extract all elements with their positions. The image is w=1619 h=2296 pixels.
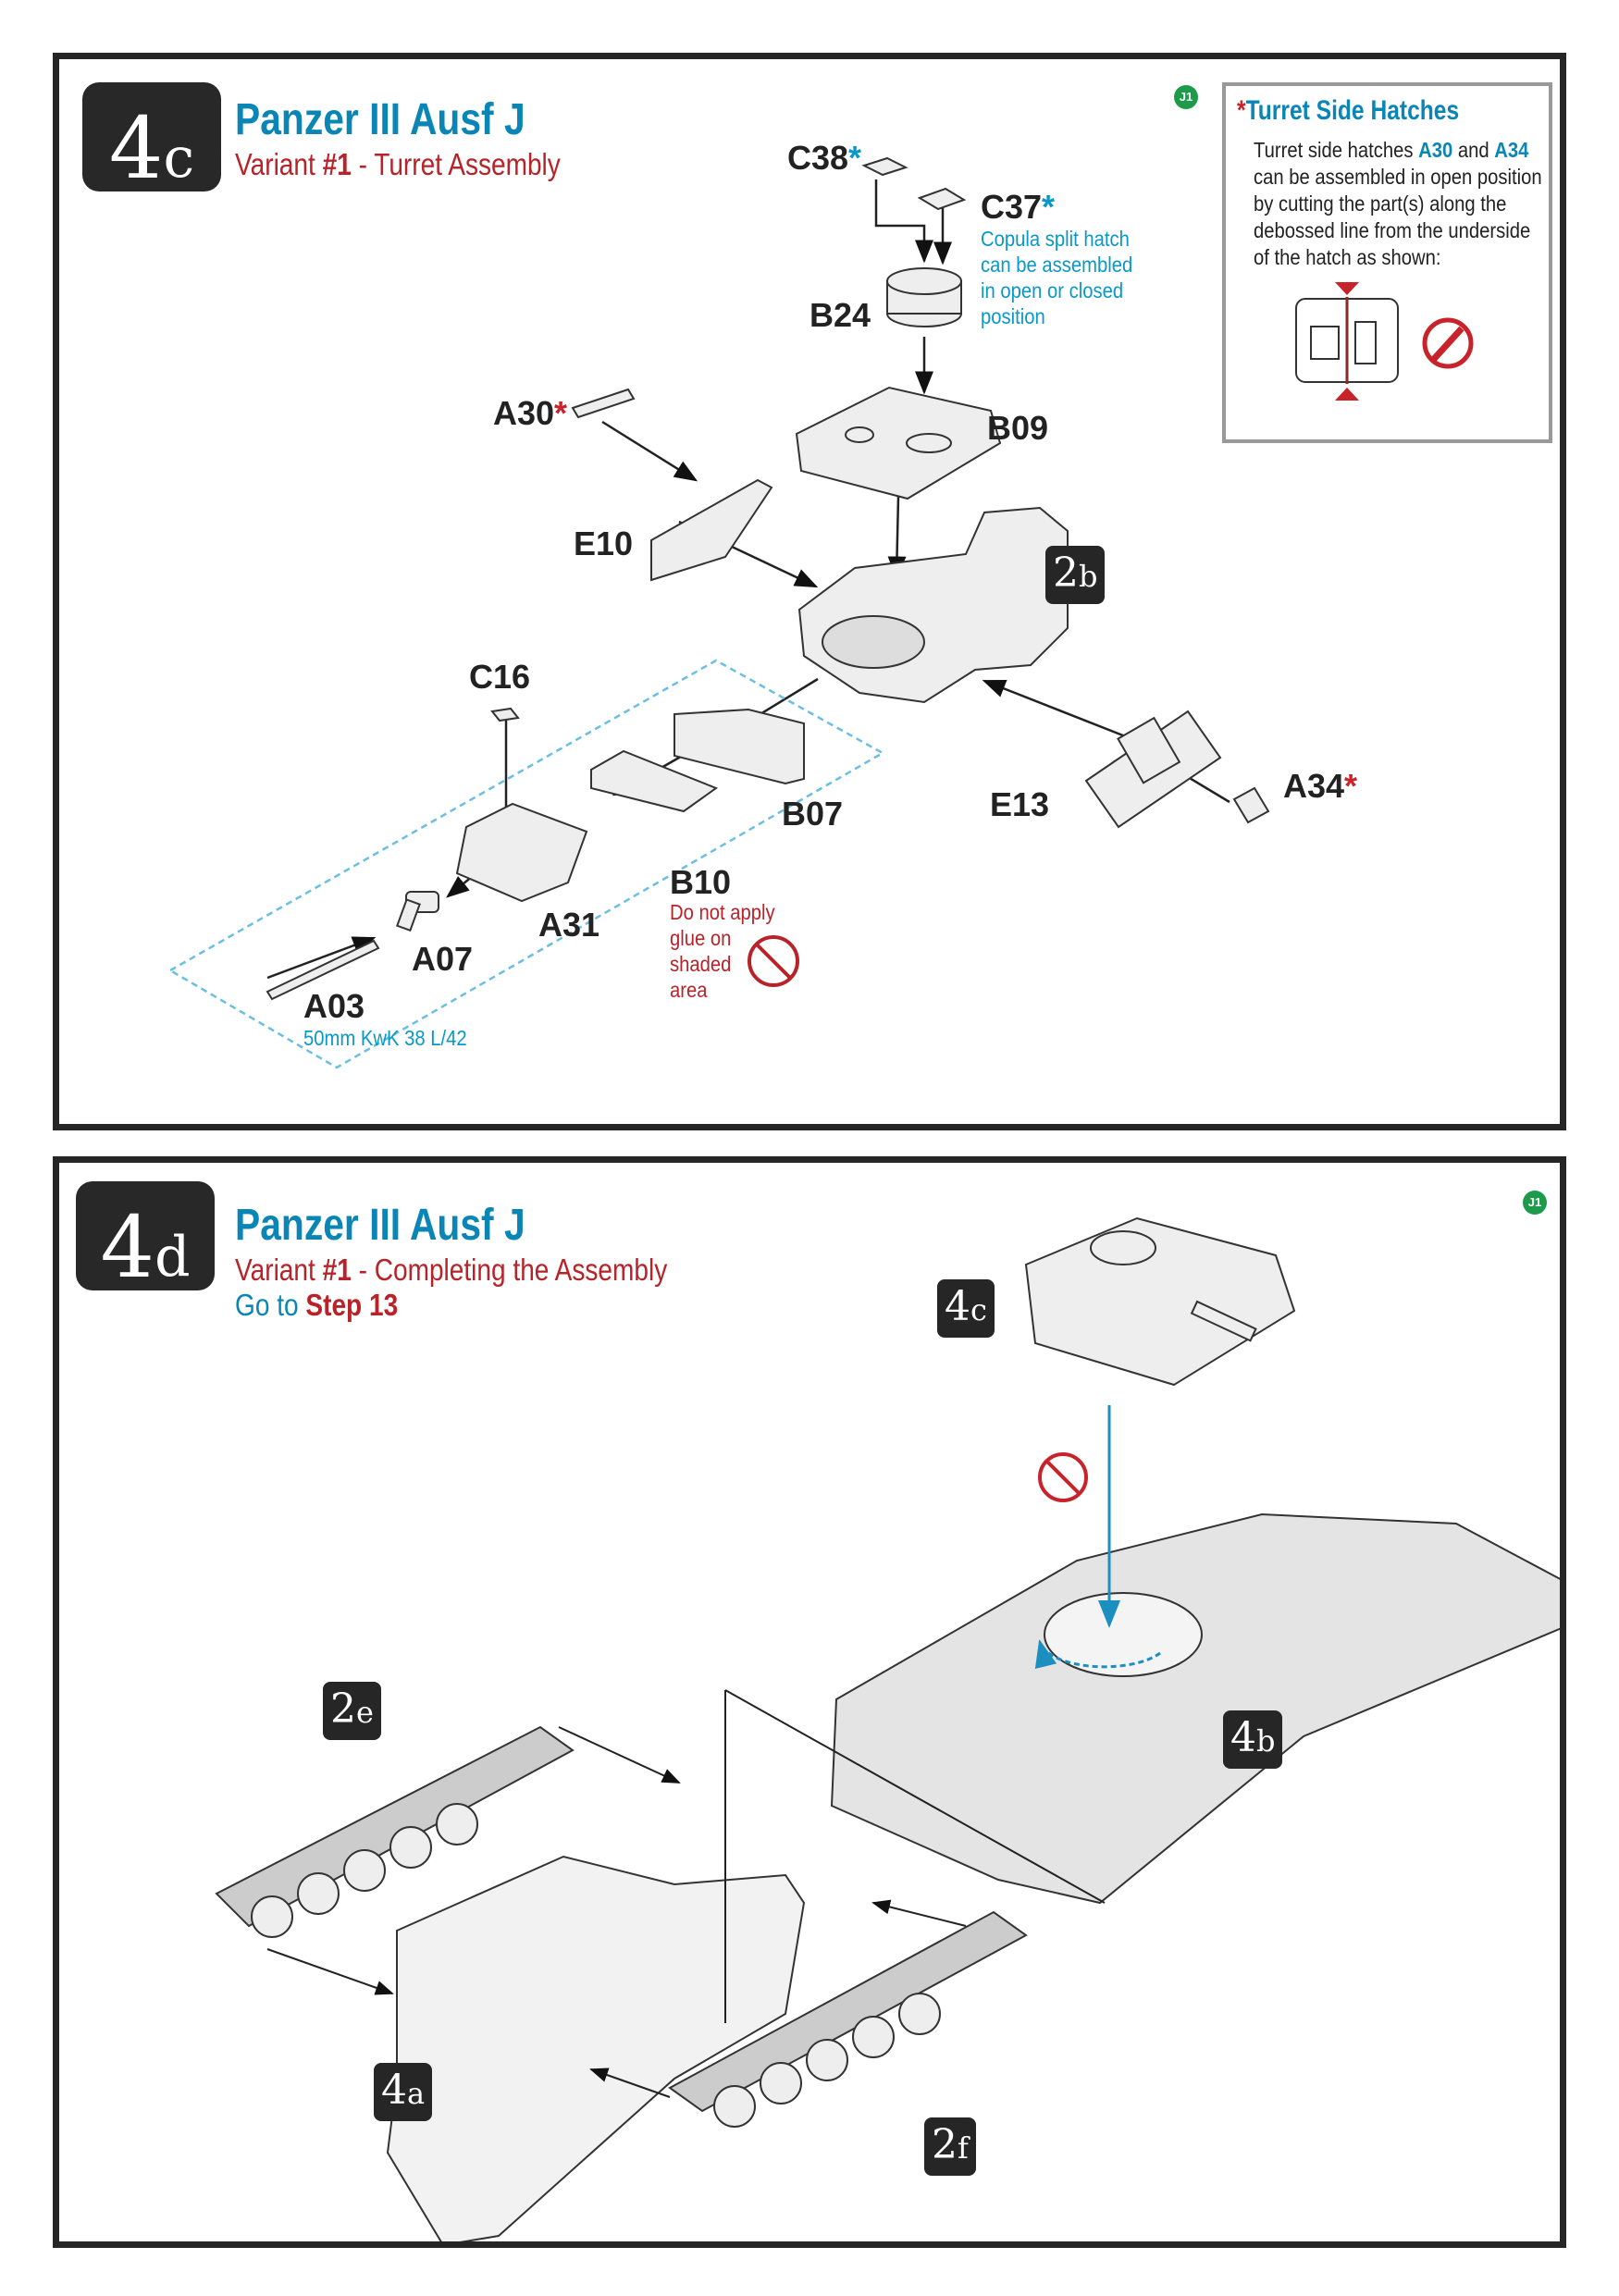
note-line: shaded xyxy=(670,952,732,976)
part-e10: E10 xyxy=(574,525,634,562)
badge-number: 4 xyxy=(108,99,164,198)
part-label: A30 xyxy=(493,394,555,432)
part-b24: B24 xyxy=(810,296,871,334)
part-label: A34 xyxy=(1283,767,1345,805)
final-assembly-diagram xyxy=(215,1216,1560,2241)
badge-letter: c xyxy=(163,126,195,191)
ref-letter: b xyxy=(1079,559,1098,594)
ref-number: 2 xyxy=(330,1685,356,1733)
note-line: area xyxy=(670,978,708,1002)
asterisk: * xyxy=(1344,767,1358,805)
note-line: in open or closed xyxy=(981,278,1124,302)
subassembly-ref-4a: 4a xyxy=(374,2063,433,2121)
variant-number: #1 xyxy=(322,147,352,181)
part-e13: E13 xyxy=(990,785,1050,823)
note-line: position xyxy=(981,304,1045,328)
info-text: and xyxy=(1452,138,1495,162)
subtitle-suffix: - Completing the Assembly xyxy=(351,1253,668,1287)
turret-side-hatches-info-box: *Turret Side Hatches Turret side hatches… xyxy=(1222,82,1552,443)
step-title: Panzer III Ausf J xyxy=(235,1201,525,1250)
part-b10: B10 xyxy=(670,863,732,901)
ref-number: 4 xyxy=(945,1283,970,1330)
turret-assembly-diagram xyxy=(167,156,1270,1069)
part-b09: B09 xyxy=(987,409,1049,447)
part-b07: B07 xyxy=(782,795,844,833)
ref-letter: b xyxy=(1256,1723,1276,1759)
variant-number: #1 xyxy=(322,1253,352,1287)
note-line: Copula split hatch xyxy=(981,227,1130,251)
part-a34: A34* xyxy=(1283,767,1357,806)
part-c16: C16 xyxy=(469,658,531,696)
subassembly-ref-2e: 2e xyxy=(323,1682,381,1740)
no-glue-icon xyxy=(748,935,799,987)
step-subtitle: Variant #1 - Turret Assembly xyxy=(235,147,561,182)
note-line: can be assembled xyxy=(981,253,1133,277)
note-line: glue on xyxy=(670,926,732,950)
step-subtitle: Variant #1 - Completing the Assembly xyxy=(235,1253,667,1288)
part-ref: A30 xyxy=(1418,138,1453,162)
asterisk: * xyxy=(554,394,568,432)
asterisk: * xyxy=(848,139,862,177)
info-line: Turret side hatches A30 and A34 xyxy=(1254,137,1542,164)
info-text: Turret side hatches xyxy=(1254,138,1419,162)
part-label: C38 xyxy=(787,139,849,177)
ref-letter: f xyxy=(958,2130,969,2166)
info-line: by cutting the part(s) along the xyxy=(1254,191,1507,216)
part-a30: A30* xyxy=(493,394,567,433)
part-c37: C37* xyxy=(981,188,1055,227)
badge-number: 4 xyxy=(100,1198,155,1297)
no-cut-icon xyxy=(1422,317,1474,369)
part-a03: A03 xyxy=(303,987,365,1025)
part-a07: A07 xyxy=(412,940,474,978)
info-title: *Turret Side Hatches xyxy=(1237,95,1459,127)
goto-step-link[interactable]: Go to Step 13 xyxy=(235,1288,398,1323)
goto-step: Step 13 xyxy=(305,1288,399,1322)
subassembly-ref-2b: 2b xyxy=(1045,546,1106,604)
subassembly-ref-2f: 2f xyxy=(924,2117,976,2176)
hatch-cut-diagram xyxy=(1295,282,1474,401)
sprue-marker: J1 xyxy=(1174,85,1198,109)
info-body: Turret side hatches A30 and A34 can be a… xyxy=(1254,137,1542,271)
ref-number: 4 xyxy=(381,2067,407,2114)
part-label: C37 xyxy=(981,188,1043,226)
info-line: can be assembled in open position xyxy=(1254,165,1542,189)
ref-number: 2 xyxy=(932,2121,958,2168)
a03-note: 50mm KwK 38 L/42 xyxy=(303,1026,467,1050)
badge-letter: d xyxy=(154,1225,191,1290)
sprue-marker: J1 xyxy=(1523,1191,1547,1215)
subtitle-prefix: Variant xyxy=(235,1253,323,1287)
part-ref: A34 xyxy=(1494,138,1529,162)
subtitle-prefix: Variant xyxy=(235,147,323,181)
note-line: Do not apply xyxy=(670,900,775,924)
step-title: Panzer III Ausf J xyxy=(235,95,525,144)
ref-number: 2 xyxy=(1053,549,1079,597)
asterisk: * xyxy=(1042,188,1056,226)
subassembly-ref-4c: 4c xyxy=(937,1279,995,1338)
part-a31: A31 xyxy=(538,906,600,944)
no-glue-icon xyxy=(1038,1452,1088,1502)
goto-prefix: Go to xyxy=(235,1288,306,1322)
info-line: debossed line from the underside xyxy=(1254,218,1531,242)
ref-letter: a xyxy=(407,2076,426,2111)
subassembly-ref-4b: 4b xyxy=(1223,1710,1283,1769)
ref-number: 4 xyxy=(1230,1714,1256,1761)
ref-letter: e xyxy=(356,1695,374,1730)
info-line: of the hatch as shown: xyxy=(1254,245,1441,269)
asterisk: * xyxy=(1237,95,1246,126)
subtitle-suffix: - Turret Assembly xyxy=(351,147,561,181)
info-title-text: Turret Side Hatches xyxy=(1245,95,1460,126)
part-c38: C38* xyxy=(787,139,861,178)
ref-letter: c xyxy=(970,1292,987,1327)
